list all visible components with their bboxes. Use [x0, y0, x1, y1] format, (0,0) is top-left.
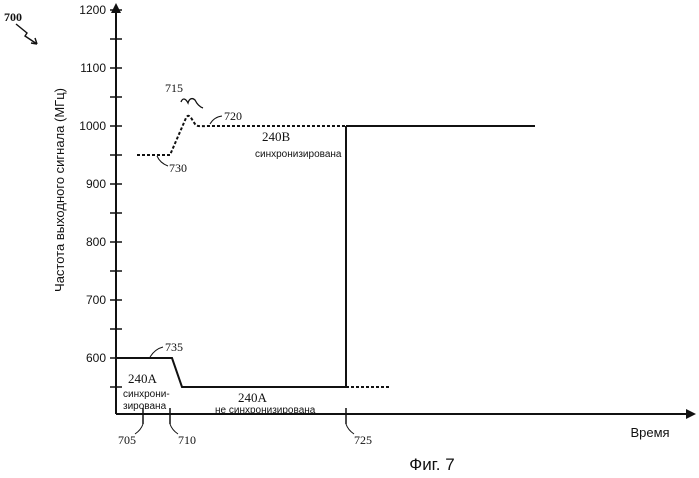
y-tick-label-1100: 1100	[80, 61, 106, 75]
lightning-arrow-icon	[16, 24, 37, 44]
ref-705: 705	[118, 433, 136, 447]
y-axis-title: Частота выходного сигнала (МГц)	[52, 88, 67, 292]
y-tick-label-1000: 1000	[79, 119, 106, 133]
leader-730	[157, 156, 168, 166]
label-240a-unsync-state: не синхронизирована	[215, 405, 316, 416]
leader-735	[150, 347, 163, 357]
figure-number: 700	[4, 10, 22, 24]
y-tick-label-900: 900	[86, 177, 106, 191]
label-240a-sync-state-line1: синхрони-	[123, 389, 170, 400]
x-axis-title: Время	[630, 425, 669, 440]
x-axis-arrowhead	[686, 409, 696, 419]
label-240b-state: синхронизирована	[255, 149, 342, 160]
ref-735: 735	[165, 340, 183, 354]
y-tick-label-1200: 1200	[79, 3, 106, 17]
label-240a-unsync-id: 240A	[238, 390, 268, 405]
label-240a-sync-id: 240A	[128, 371, 158, 386]
ref-730: 730	[169, 161, 187, 175]
ref-715: 715	[165, 81, 183, 95]
y-axis-arrowhead	[111, 3, 121, 13]
y-tick-label-700: 700	[86, 293, 106, 307]
x-tick-leaders	[135, 424, 354, 434]
brace-715	[181, 99, 203, 108]
y-tick-label-800: 800	[86, 235, 106, 249]
ref-720: 720	[224, 109, 242, 123]
figure-caption: Фиг. 7	[409, 455, 454, 474]
label-240b-id: 240B	[262, 129, 291, 144]
label-240a-sync-state-line2: зирована	[123, 401, 167, 412]
leader-720	[210, 116, 222, 124]
y-tick-label-600: 600	[86, 351, 106, 365]
ref-725: 725	[354, 433, 372, 447]
ref-710: 710	[178, 433, 196, 447]
